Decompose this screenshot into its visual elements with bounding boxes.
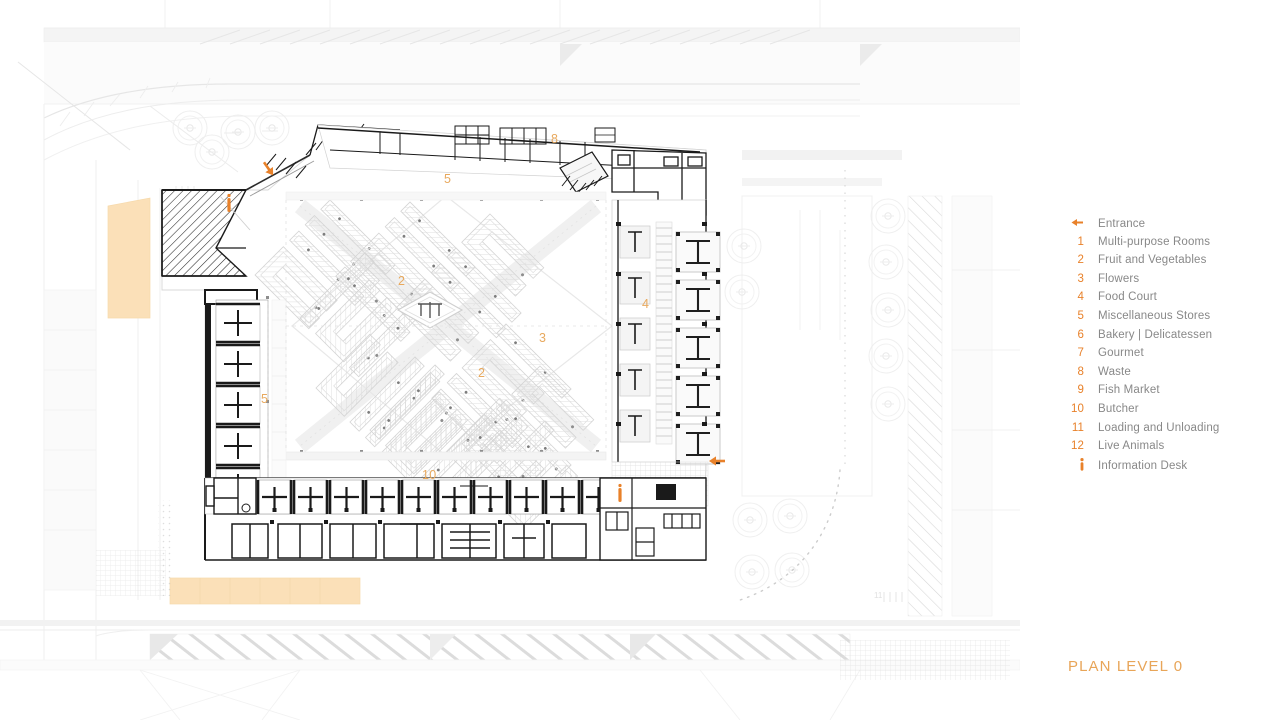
legend-item-bakery-delicatessen[interactable]: 6 Bakery | Delicatessen <box>1060 326 1260 345</box>
legend-item-label: Entrance <box>1098 218 1146 230</box>
legend-item-label: Waste <box>1098 365 1131 378</box>
information-desk-northwest <box>227 193 231 212</box>
legend-key-number: 10 <box>1071 402 1084 415</box>
legend-item-label: Fish Market <box>1098 384 1160 397</box>
waste-area <box>559 151 609 194</box>
legend-key-number: 9 <box>1077 384 1084 397</box>
legend-key-number: 12 <box>1071 440 1084 453</box>
legend: Entrance 1 Multi-purpose Rooms 2 Fruit and V… <box>1060 214 1260 474</box>
south-wing-butcher <box>204 477 707 561</box>
floor-plan-drawing: 11 <box>0 0 1020 720</box>
legend-item-label: Loading and Unloading <box>1098 421 1220 434</box>
foodcourt-benches <box>655 221 673 445</box>
central-kiosk <box>396 291 464 329</box>
legend-item-gourmet[interactable]: 7 Gourmet <box>1060 344 1260 363</box>
entrance-arrow-northwest <box>262 161 274 176</box>
plan-markers <box>227 161 725 502</box>
east-wing-foodcourt <box>611 199 722 507</box>
legend-item-flowers[interactable]: 3 Flowers <box>1060 270 1260 289</box>
legend-item-label: Fruit and Vegetables <box>1098 254 1207 267</box>
plan-label-8-0: 8 <box>551 132 559 146</box>
legend-item-label: Multi-purpose Rooms <box>1098 235 1211 248</box>
legend-item-fish-market[interactable]: 9 Fish Market <box>1060 381 1260 400</box>
information-desk-south <box>618 483 622 502</box>
legend-item-butcher[interactable]: 10 Butcher <box>1060 400 1260 419</box>
plan-label-4-3: 4 <box>642 297 650 311</box>
legend-item-live-animals[interactable]: 12 Live Animals <box>1060 437 1260 456</box>
plan-label-5-6: 5 <box>261 392 269 406</box>
legend-item-miscellaneous-stores[interactable]: 5 Miscellaneous Stores <box>1060 307 1260 326</box>
legend-item-fruit-and-vegetables[interactable]: 2 Fruit and Vegetables <box>1060 251 1260 270</box>
legend-key-number: 5 <box>1077 309 1084 322</box>
legend-key-number: 11 <box>1071 421 1084 434</box>
legend-item-information-desk[interactable]: Information Desk <box>1060 456 1260 475</box>
plan-title: PLAN LEVEL 0 <box>1068 658 1184 675</box>
information-desk-icon <box>1060 456 1084 475</box>
legend-item-label: Butcher <box>1098 402 1139 415</box>
legend-key-number: 2 <box>1077 254 1084 267</box>
west-wing-stores <box>204 289 287 510</box>
legend-item-multi-purpose-rooms[interactable]: 1 Multi-purpose Rooms <box>1060 233 1260 252</box>
entrance-arrow-east <box>709 456 725 466</box>
urban-context: 11 <box>0 0 1020 720</box>
legend-key-number: 4 <box>1077 291 1084 304</box>
entrance-arrow-icon <box>1060 214 1084 233</box>
legend-key-number: 3 <box>1077 272 1084 285</box>
legend-item-entrance[interactable]: Entrance <box>1060 214 1260 233</box>
legend-key-number: 7 <box>1077 347 1084 360</box>
plan-label-2-2: 2 <box>398 274 406 288</box>
southeast-service-core <box>599 477 707 561</box>
plaza-highlight-northwest <box>107 197 151 319</box>
legend-item-label: Information Desk <box>1098 459 1188 472</box>
urban-block-east <box>741 150 902 497</box>
plan-label-10-7: 10 <box>422 468 437 482</box>
legend-item-label: Food Court <box>1098 291 1158 304</box>
legend-item-label: Gourmet <box>1098 347 1144 360</box>
legend-key-number: 6 <box>1077 328 1084 341</box>
legend-item-label: Flowers <box>1098 272 1140 285</box>
legend-item-label: Miscellaneous Stores <box>1098 309 1211 322</box>
legend-key-number: 8 <box>1077 365 1084 378</box>
legend-item-waste[interactable]: 8 Waste <box>1060 363 1260 382</box>
plan-label-5-1: 5 <box>444 172 452 186</box>
plan-label-2-5: 2 <box>478 366 486 380</box>
legend-item-loading-and-unloading[interactable]: 11 Loading and Unloading <box>1060 419 1260 438</box>
central-market-hall <box>254 191 613 531</box>
legend-key-number: 1 <box>1077 235 1084 248</box>
svg-text:11: 11 <box>874 591 883 600</box>
legend-item-food-court[interactable]: 4 Food Court <box>1060 288 1260 307</box>
legend-item-label: Bakery | Delicatessen <box>1098 328 1213 341</box>
loading-zone-highlight <box>169 577 361 605</box>
market-building <box>161 123 722 561</box>
legend-item-label: Live Animals <box>1098 440 1165 453</box>
plan-label-3-4: 3 <box>539 331 547 345</box>
